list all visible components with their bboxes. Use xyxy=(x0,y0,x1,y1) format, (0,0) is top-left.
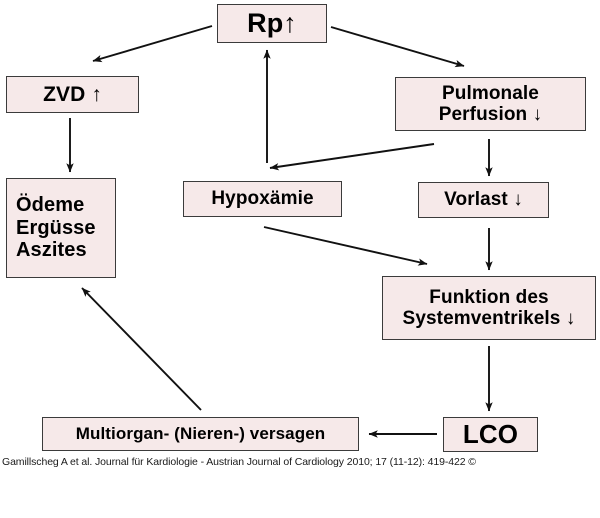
arrow-pulmonale-perfusion-to-hypoxaemie xyxy=(269,143,435,171)
node-pulmonale-perfusion[interactable]: Pulmonale Perfusion ↓ xyxy=(395,77,586,131)
node-zvd[interactable]: ZVD ↑ xyxy=(6,76,139,113)
node-multiorgan-versagen[interactable]: Multiorgan- (Nieren-) versagen xyxy=(42,417,359,451)
arrow-hypoxaemie-to-funktion xyxy=(263,226,428,266)
node-lco[interactable]: LCO xyxy=(443,417,538,452)
node-rp[interactable]: Rp↑ xyxy=(217,4,327,43)
arrow-rp-to-zvd xyxy=(92,25,213,63)
citation-text: Gamillscheg A et al. Journal für Kardiol… xyxy=(2,456,476,468)
node-vorlast[interactable]: Vorlast ↓ xyxy=(418,182,549,218)
arrow-rp-to-pulmonale-perfusion xyxy=(330,26,465,68)
arrow-multiorgan-to-oedeme xyxy=(81,287,202,411)
node-oedeme-erguesse-aszites[interactable]: Ödeme Ergüsse Aszites xyxy=(6,178,116,278)
node-funktion-des-systemventrikels[interactable]: Funktion des Systemventrikels ↓ xyxy=(382,276,596,340)
node-hypoxaemie[interactable]: Hypoxämie xyxy=(183,181,342,217)
